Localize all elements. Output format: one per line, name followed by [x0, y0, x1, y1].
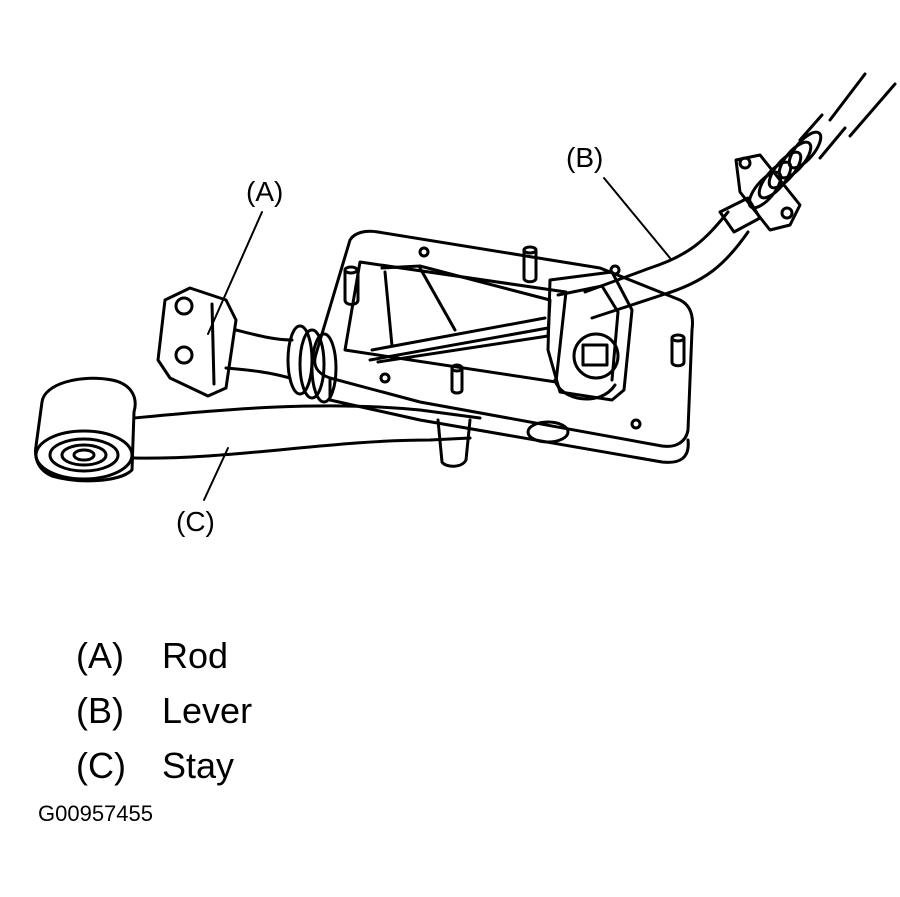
shifter-base-plate — [313, 229, 694, 468]
leader-line-c — [203, 447, 229, 501]
legend-item: (B) Lever — [76, 683, 252, 738]
callout-c: (C) — [176, 506, 215, 537]
legend-key: (A) — [76, 634, 124, 676]
parts-legend: (A) Rod (B) Lever (C) Stay — [76, 628, 252, 793]
legend-key: (B) — [76, 689, 124, 731]
shift-cable — [718, 72, 897, 234]
legend-key: (C) — [76, 744, 126, 786]
leader-lines — [203, 177, 671, 501]
lever — [546, 210, 750, 402]
legend-item: (C) Stay — [76, 738, 252, 793]
legend-label: Stay — [162, 744, 235, 786]
legend-item: (A) Rod — [76, 628, 252, 683]
callout-b: (B) — [566, 142, 604, 173]
leader-line-b — [603, 177, 671, 259]
legend-label: Lever — [162, 689, 253, 731]
figure-id: G00957455 — [38, 801, 153, 826]
stay — [34, 376, 482, 483]
legend-label: Rod — [162, 634, 229, 676]
rod — [156, 286, 338, 404]
leader-line-a — [207, 211, 263, 335]
callout-a: (A) — [246, 176, 284, 207]
